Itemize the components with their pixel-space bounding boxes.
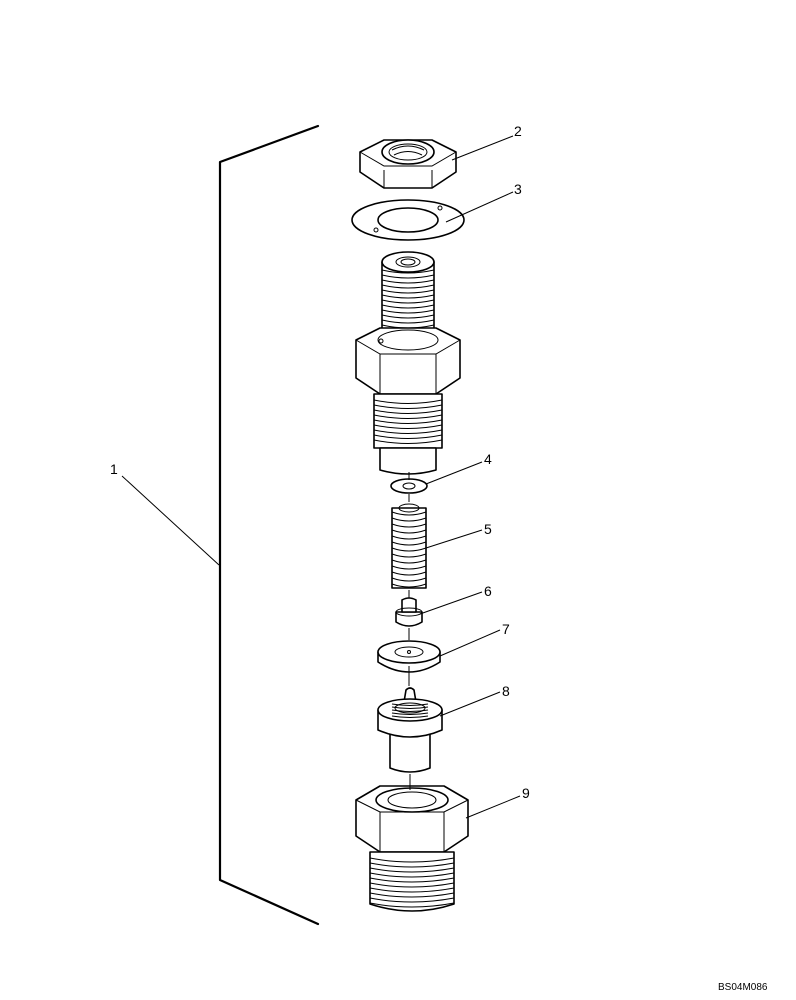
- plunger-detail: [391, 709, 429, 712]
- plunger: [377, 687, 443, 773]
- spring-coil: [391, 517, 427, 522]
- thread-line: [381, 304, 435, 309]
- gasket-ring: [351, 199, 465, 241]
- thread-line: [381, 289, 435, 294]
- thread-line: [381, 309, 435, 314]
- thread-line: [373, 399, 443, 404]
- thread-line: [373, 439, 443, 444]
- plunger-detail: [391, 703, 429, 706]
- spring-coil: [391, 583, 427, 588]
- reference-code: BS04M086: [718, 982, 768, 993]
- thread-line: [381, 269, 435, 274]
- plunger-detail: [391, 712, 429, 715]
- spring: [391, 503, 427, 589]
- hex-nut-top: [359, 139, 457, 189]
- spring-coil: [391, 523, 427, 528]
- thread-line: [369, 872, 455, 878]
- thread-line: [369, 902, 455, 908]
- valve-body: [355, 251, 461, 475]
- spring-coil: [391, 571, 427, 576]
- thread-line: [381, 299, 435, 304]
- spring-coil: [391, 553, 427, 558]
- callout-6: 6: [484, 583, 492, 599]
- hex-fitting-bottom: [355, 785, 469, 912]
- poppet-valve: [395, 597, 423, 627]
- thread-line: [369, 867, 455, 873]
- thread-line: [373, 409, 443, 414]
- spring-coil: [391, 565, 427, 570]
- thread-line: [373, 429, 443, 434]
- thread-line: [381, 294, 435, 299]
- thread-line: [369, 877, 455, 883]
- spring-coil: [391, 559, 427, 564]
- callout-3: 3: [514, 181, 522, 197]
- thread-line: [381, 279, 435, 284]
- callout-8: 8: [502, 683, 510, 699]
- callout-2: 2: [514, 123, 522, 139]
- thread-line: [381, 284, 435, 289]
- callout-4: 4: [484, 451, 492, 467]
- callout-1: 1: [110, 461, 118, 477]
- thread-line: [369, 882, 455, 888]
- callout-5: 5: [484, 521, 492, 537]
- thread-line: [373, 424, 443, 429]
- thread-line: [369, 862, 455, 868]
- spring-coil: [391, 577, 427, 582]
- thread-line: [373, 414, 443, 419]
- thread-line: [369, 857, 455, 863]
- spring-coil: [391, 529, 427, 534]
- thread-line: [369, 887, 455, 893]
- callout-7: 7: [502, 621, 510, 637]
- thread-line: [381, 319, 435, 324]
- spring-coil: [391, 547, 427, 552]
- spring-coil: [391, 541, 427, 546]
- thread-line: [373, 404, 443, 409]
- thread-line: [381, 274, 435, 279]
- assembly-bracket: [218, 124, 320, 926]
- seat-ring: [377, 640, 441, 673]
- plunger-detail: [391, 715, 429, 718]
- thread-line: [373, 419, 443, 424]
- small-washer: [390, 478, 428, 494]
- leader-lines: [121, 135, 521, 819]
- spring-coil: [391, 511, 427, 516]
- spring-coil: [391, 535, 427, 540]
- center-axis: [408, 472, 411, 790]
- callout-9: 9: [522, 785, 530, 801]
- thread-line: [373, 434, 443, 439]
- thread-line: [369, 897, 455, 903]
- thread-line: [381, 314, 435, 319]
- plunger-detail: [391, 706, 429, 709]
- thread-line: [369, 892, 455, 898]
